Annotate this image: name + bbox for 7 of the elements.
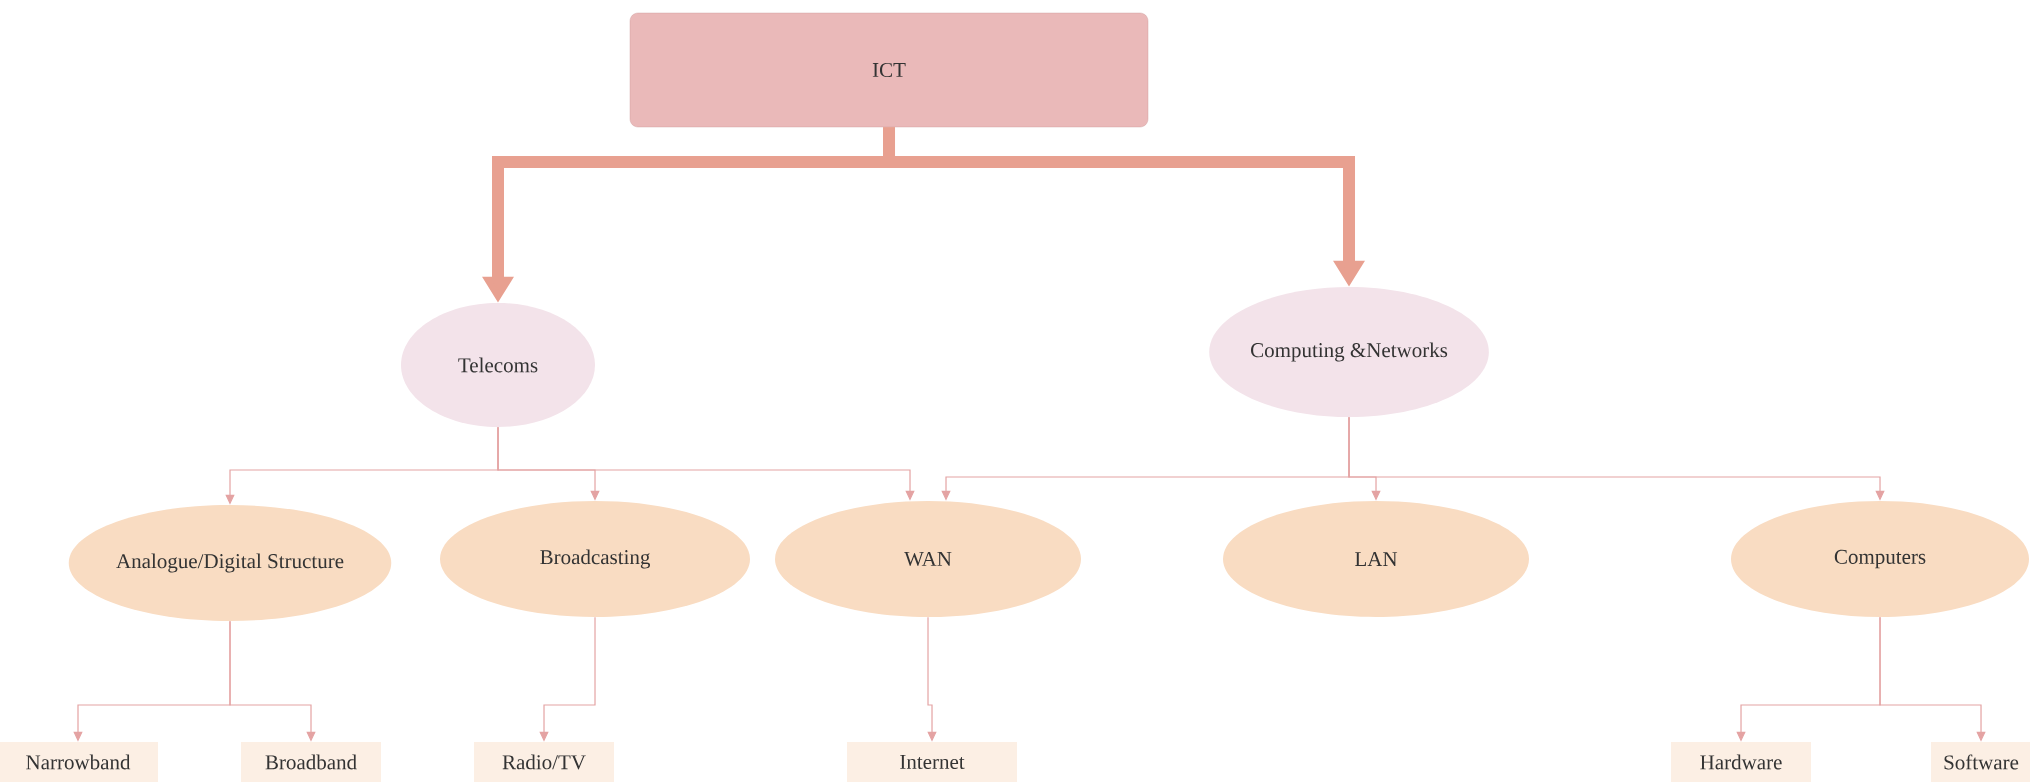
leaf-box: Broadband [241, 742, 381, 782]
leaf-box: Internet [847, 742, 1017, 782]
leaf-box: Hardware [1671, 742, 1811, 782]
leaf-box: Software [1931, 742, 2030, 782]
leaf-box: Radio/TV [474, 742, 614, 782]
title-box: ICT [629, 12, 1149, 128]
leaf-box: Narrowband [0, 742, 158, 782]
